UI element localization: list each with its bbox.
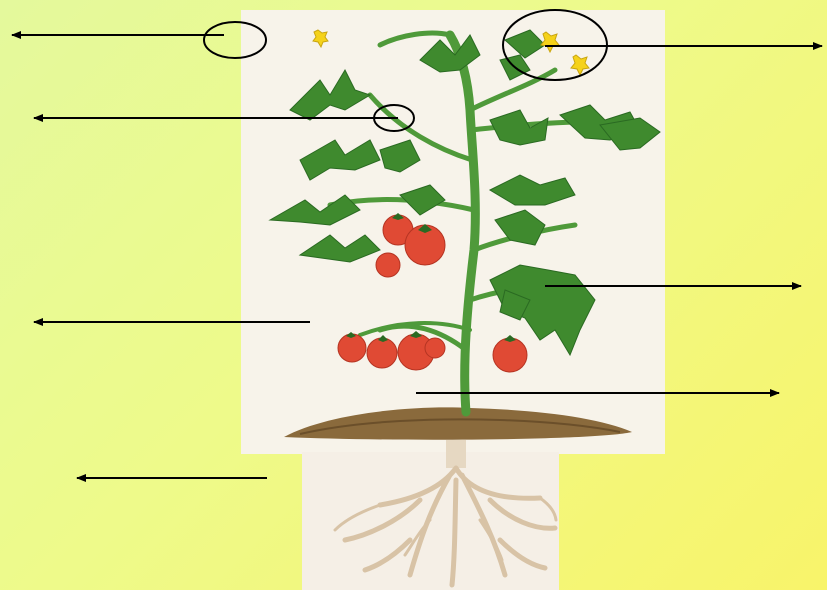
soil: [284, 407, 632, 439]
highlight-circle-left: [204, 22, 266, 58]
roots: [335, 440, 556, 585]
